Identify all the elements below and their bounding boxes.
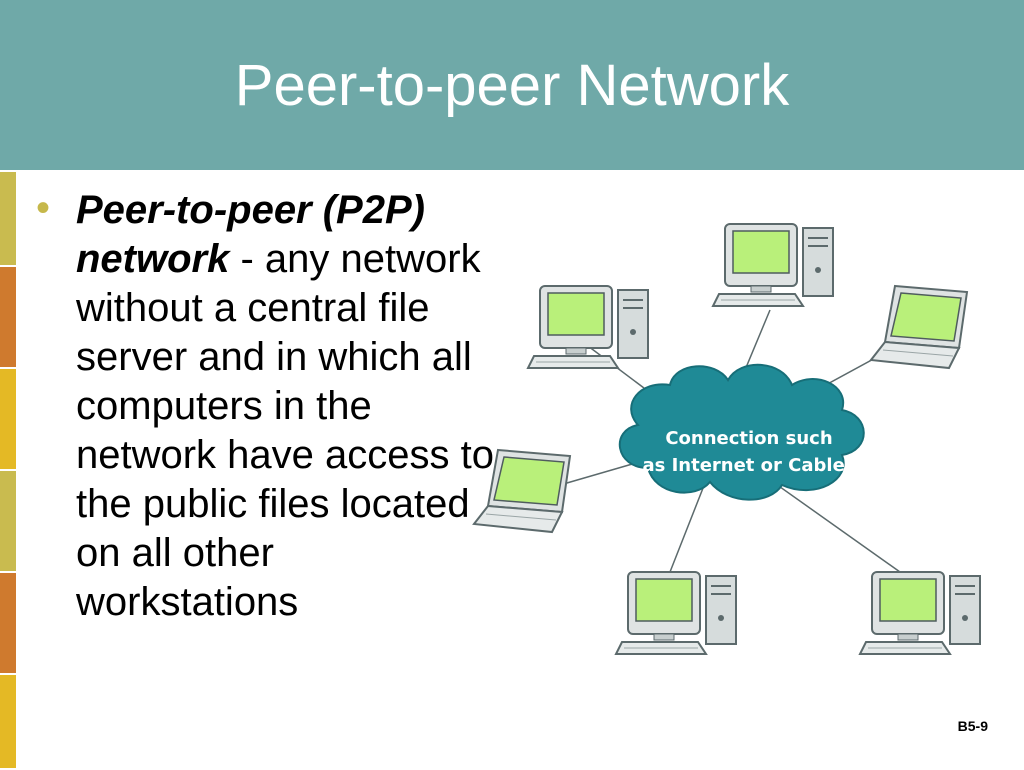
network-diagram: Connection such as Internet or Cables — [473, 223, 981, 655]
bullet-separator: - — [229, 237, 265, 281]
desktop-computer-icon — [712, 223, 834, 307]
slide-title: Peer-to-peer Network — [234, 53, 790, 118]
title-bar: Peer-to-peer Network — [0, 0, 1024, 170]
stripe-segment — [0, 369, 16, 471]
bullet-text: Peer-to-peer (P2P) network - any network… — [76, 186, 496, 627]
bullet-dot: • — [36, 186, 51, 230]
stripe-segment — [0, 471, 16, 573]
cloud-label-line-2: as Internet or Cables — [642, 455, 855, 476]
desktop-computer-icon — [527, 285, 649, 369]
left-accent-stripe — [0, 172, 16, 770]
cloud-connection: Connection such as Internet or Cables — [618, 363, 865, 501]
stripe-segment — [0, 573, 16, 675]
stripe-segment — [0, 675, 16, 770]
stripe-segment — [0, 172, 16, 267]
laptop-computer-icon — [870, 285, 968, 369]
bullet-definition: any network without a central file serve… — [76, 237, 494, 624]
desktop-computer-icon — [615, 571, 737, 655]
desktop-computer-icon — [859, 571, 981, 655]
slide-number: B5-9 — [957, 718, 988, 734]
stripe-segment — [0, 267, 16, 369]
bullet-term: Peer-to-peer (P2P) network — [76, 188, 425, 281]
laptop-computer-icon — [473, 449, 571, 533]
cloud-label-line-1: Connection such — [665, 428, 832, 449]
